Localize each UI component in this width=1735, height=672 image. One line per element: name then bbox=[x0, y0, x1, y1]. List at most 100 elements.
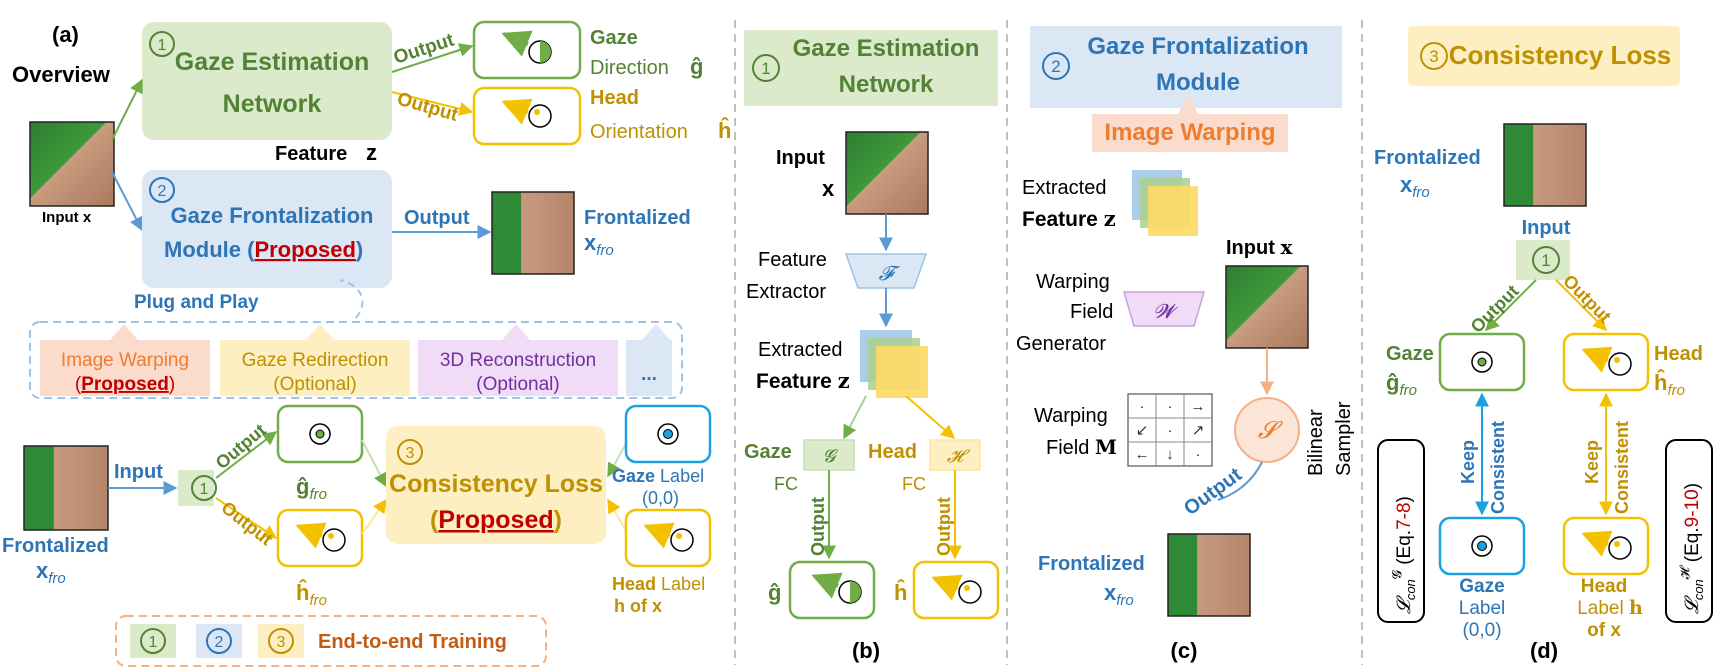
gen-title-line1: Gaze Estimation bbox=[175, 48, 370, 76]
panel-b-input-image bbox=[845, 131, 929, 215]
grid-cell-arrow: · bbox=[1168, 422, 1173, 439]
grid-cell-arrow: · bbox=[1196, 446, 1201, 463]
gaze-label-value: (0,0) bbox=[642, 488, 679, 508]
option-3d-title: 3D Reconstruction bbox=[440, 350, 596, 371]
bilinear-sampler-node bbox=[1234, 397, 1300, 463]
panel-d-gen-badge bbox=[1532, 246, 1560, 274]
panel-d-frontalized-label: Frontalized bbox=[1374, 147, 1481, 169]
panel-c-title-box bbox=[1030, 26, 1342, 108]
head-label-value: h of x bbox=[614, 596, 662, 616]
panel-d-head-box bbox=[1562, 332, 1650, 392]
head-circle-icon bbox=[528, 104, 552, 128]
gfm-title-line1: Gaze Frontalization bbox=[171, 203, 374, 228]
panel-d-badge-number: 3 bbox=[1429, 47, 1438, 66]
hhat-box bbox=[276, 508, 364, 568]
output-label-head: Output bbox=[395, 89, 461, 127]
option-warping-box bbox=[40, 324, 210, 396]
panel-b-input-symbol: x bbox=[822, 176, 835, 201]
warping-field-generator-shape bbox=[1122, 291, 1206, 327]
option-warping-title: Image Warping bbox=[61, 350, 189, 371]
option-redirection-box bbox=[220, 324, 410, 396]
consistency-loss-box bbox=[386, 426, 606, 544]
legend-number-3: 3 bbox=[277, 634, 286, 651]
panel-b-gaze-fc: FC bbox=[774, 474, 798, 494]
panel-d-head-arrow bbox=[1581, 346, 1613, 373]
pupil-icon bbox=[540, 41, 551, 63]
input-arrow-label: Input bbox=[114, 461, 163, 483]
panel-c-badge bbox=[1042, 52, 1070, 80]
loss-g-box bbox=[1377, 439, 1425, 623]
gaze-estimation-network-box bbox=[142, 22, 392, 140]
panel-b-label: (b) bbox=[852, 638, 880, 663]
panel-d-frontalized-symbol: xfro bbox=[1400, 172, 1430, 201]
arrow-gazelabel-to-cl bbox=[607, 439, 629, 478]
panel-b-gaze-arrow bbox=[811, 572, 843, 599]
warping-field-generator-symbol: 𝓦 bbox=[1154, 301, 1179, 323]
gaze-fc-symbol: 𝓖 bbox=[823, 446, 839, 466]
panel-b-badge bbox=[752, 54, 780, 82]
option-redirection-note: (Optional) bbox=[273, 374, 356, 395]
panel-c-output-connector bbox=[1217, 461, 1263, 501]
panel-b-ghat: ĝ bbox=[768, 580, 781, 605]
legend-text: End-to-end Training bbox=[318, 631, 507, 653]
grid-cell-arrow: · bbox=[1140, 398, 1145, 415]
panel-d-keep-1: Keep bbox=[1458, 440, 1478, 484]
panel-d-out-right: Output bbox=[1559, 271, 1615, 327]
arrow-gen-to-head bbox=[391, 91, 474, 116]
panel-c-frontalized-symbol: xfro bbox=[1104, 580, 1134, 609]
panel-b-head-fc: FC bbox=[902, 474, 926, 494]
loss-h-formula: 𝓛con𝓗 (Eq.9-10) bbox=[1677, 483, 1706, 614]
panel-a: (a) Overview Input x 1 Gaze Estimation N… bbox=[2, 20, 731, 667]
panel-d-head-label-2: Label h bbox=[1577, 597, 1643, 619]
option-warping-note: (Proposed) bbox=[75, 374, 175, 395]
panel-d-consistent-2: Consistent bbox=[1612, 421, 1632, 514]
arrow-input-to-gen bbox=[111, 78, 143, 141]
panel-b: 1 Gaze Estimation Network Input x 𝓕 Feat… bbox=[744, 30, 1000, 663]
feature-extractor-label-1: Feature bbox=[758, 249, 827, 271]
step-3-number: 3 bbox=[406, 445, 415, 462]
panel-c-input-label: Input x bbox=[1226, 235, 1293, 259]
head-label-box bbox=[624, 508, 712, 568]
hhat-dot-icon bbox=[328, 533, 334, 539]
option-more-text: ... bbox=[641, 364, 657, 385]
panel-d-out-left: Output bbox=[1467, 281, 1523, 337]
head-label-dot-icon bbox=[676, 533, 682, 539]
panel-d-gaze-label-3: (0,0) bbox=[1462, 620, 1501, 641]
input-caption: Input x bbox=[42, 209, 92, 226]
head-output-box bbox=[472, 86, 582, 146]
bilinear-label-1: Bilinear bbox=[1305, 409, 1327, 476]
legend-badge-3 bbox=[268, 628, 294, 654]
panel-b-badge-number: 1 bbox=[761, 59, 770, 78]
gaze-label-text: Gaze Label bbox=[612, 466, 704, 486]
input-face-image bbox=[29, 121, 115, 207]
panel-b-input-label: Input bbox=[776, 147, 825, 169]
panel-b-head-box bbox=[912, 560, 1000, 620]
gaze-direction-text-1: Gaze bbox=[590, 27, 638, 49]
panel-b-title-1: Gaze Estimation bbox=[793, 35, 980, 62]
frontalized-symbol: xfro bbox=[584, 230, 614, 259]
cl-proposed-line: (Proposed) bbox=[430, 506, 562, 534]
overview-title: Overview bbox=[12, 62, 111, 87]
gen-mini-badge bbox=[191, 475, 217, 501]
panel-a-label: (a) bbox=[52, 22, 79, 47]
gaze-direction-arrow bbox=[501, 30, 533, 57]
loss-g-formula: 𝓛con𝓖 (Eq.7-8) bbox=[1389, 496, 1418, 614]
arrow-hhat-to-cl bbox=[361, 498, 387, 535]
bottom-frontalized-label: Frontalized bbox=[2, 535, 109, 557]
panel-d-gaze-label: Gaze bbox=[1386, 343, 1434, 365]
option-more-box bbox=[626, 324, 672, 396]
panel-b-arrow-to-h bbox=[905, 395, 956, 439]
panel-c-frontalized-label: Frontalized bbox=[1038, 553, 1145, 575]
gaze-frontalization-module-box bbox=[142, 170, 392, 288]
frontalized-face-image bbox=[491, 191, 575, 275]
ghat-symbol: ĝfro bbox=[296, 474, 327, 503]
grid-cell-arrow: · bbox=[1168, 398, 1173, 415]
panel-c-feature-stack-3 bbox=[1148, 186, 1198, 236]
panel-b-head-dot-icon bbox=[964, 585, 970, 591]
panel-d-gaze-label-2: Label bbox=[1459, 598, 1506, 619]
panel-d-gaze-label-pupil-icon bbox=[1477, 541, 1487, 551]
head-label-circle-icon bbox=[670, 528, 694, 552]
feature-extractor-label-2: Extractor bbox=[746, 281, 826, 303]
panel-d-head-dot-icon bbox=[1614, 357, 1620, 363]
